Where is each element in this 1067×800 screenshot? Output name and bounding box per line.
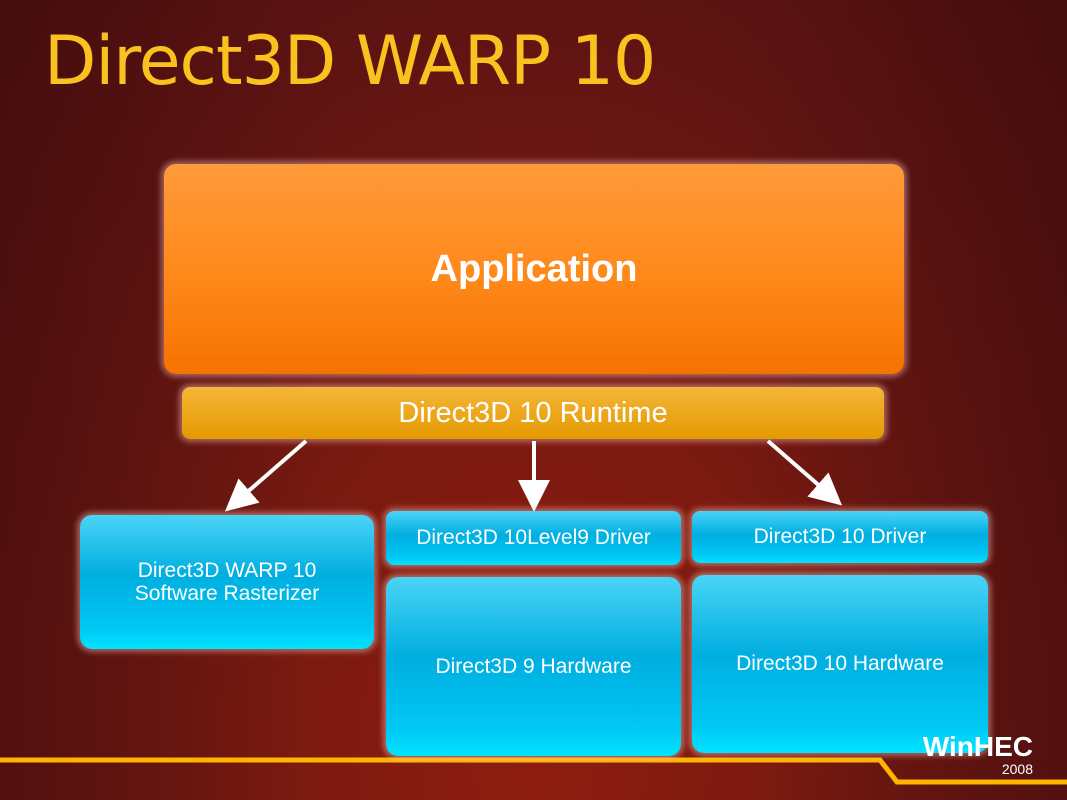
warp-line2: Software Rasterizer [134,582,320,605]
level9-driver-box: Direct3D 10Level9 Driver [386,511,681,565]
d3d10-hardware-label: Direct3D 10 Hardware [736,652,944,675]
runtime-box: Direct3D 10 Runtime [182,387,884,439]
slide-title: Direct3D WARP 10 [44,22,656,101]
logo-year: 2008 [1001,761,1033,777]
d3d10-driver-label: Direct3D 10 Driver [753,525,927,548]
arrow-to-d3d10 [766,439,843,506]
warp-line1: Direct3D WARP 10 [137,559,317,582]
application-box: Application [164,164,904,374]
footer-line [0,757,1067,785]
arrow-to-warp [224,439,308,512]
d3d10-hardware-box: Direct3D 10 Hardware [692,575,988,753]
logo-name: WinHEC [922,731,1033,762]
winhec-logo: WinHEC 2008 [922,731,1033,778]
d3d9-hardware-box: Direct3D 9 Hardware [386,577,681,756]
d3d9-hardware-label: Direct3D 9 Hardware [435,654,632,678]
d3d10-driver-box: Direct3D 10 Driver [692,511,988,563]
level9-driver-label: Direct3D 10Level9 Driver [416,526,651,549]
application-label: Application [430,247,638,290]
warp-rasterizer-box: Direct3D WARP 10 Software Rasterizer [80,515,374,649]
runtime-label: Direct3D 10 Runtime [398,396,668,429]
